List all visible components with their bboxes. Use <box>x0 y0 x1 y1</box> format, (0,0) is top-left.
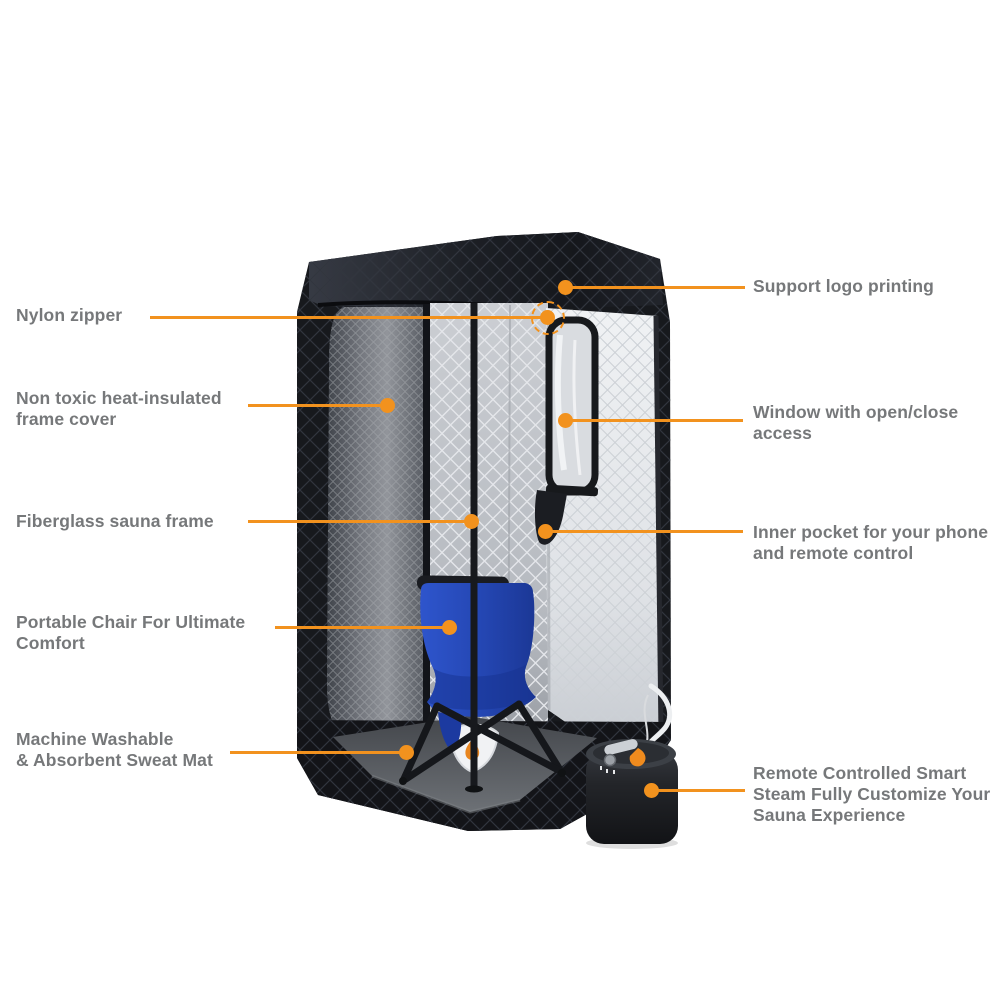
callout-sweat-mat: Machine Washable & Absorbent Sweat Mat <box>16 729 213 770</box>
front-frame-pole <box>465 303 483 793</box>
leader-window <box>558 413 743 428</box>
leader-logo-printing <box>558 280 745 295</box>
callout-steam-generator: Remote Controlled Smart Steam Fully Cust… <box>753 763 991 825</box>
tent-roof <box>309 232 663 331</box>
leader-dot <box>442 620 457 635</box>
leader-dot <box>558 413 573 428</box>
leader-dot <box>540 310 555 325</box>
leader-dot <box>399 745 414 760</box>
callout-logo-printing: Support logo printing <box>753 276 934 296</box>
leader-dot <box>380 398 395 413</box>
frame-corner-pole <box>423 304 430 760</box>
leader-frame-cover <box>248 398 395 413</box>
leader-inner-pocket <box>538 524 743 539</box>
callout-frame-cover: Non toxic heat-insulated frame cover <box>16 388 222 429</box>
leader-portable-chair <box>275 620 457 635</box>
callout-sauna-frame: Fiberglass sauna frame <box>16 511 214 531</box>
leader-nylon-zipper <box>150 310 555 325</box>
folding-chair <box>399 575 566 785</box>
window <box>545 316 599 497</box>
callout-nylon-zipper: Nylon zipper <box>16 305 123 325</box>
leader-dot <box>644 783 659 798</box>
chair-frame-legs <box>399 700 566 785</box>
leader-sauna-frame <box>248 514 479 529</box>
steam-generator <box>586 739 678 849</box>
leader-sweat-mat <box>230 745 414 760</box>
left-insulated-panel <box>327 307 424 764</box>
leader-dot <box>558 280 573 295</box>
leader-steam-generator <box>644 783 745 798</box>
leader-dot <box>464 514 479 529</box>
callout-inner-pocket: Inner pocket for your phone and remote c… <box>753 522 989 563</box>
leader-dot <box>538 524 553 539</box>
generator-control-panel <box>600 739 646 774</box>
callout-portable-chair: Portable Chair For Ultimate Comfort <box>16 612 246 653</box>
callout-window: Window with open/close access <box>753 402 959 443</box>
